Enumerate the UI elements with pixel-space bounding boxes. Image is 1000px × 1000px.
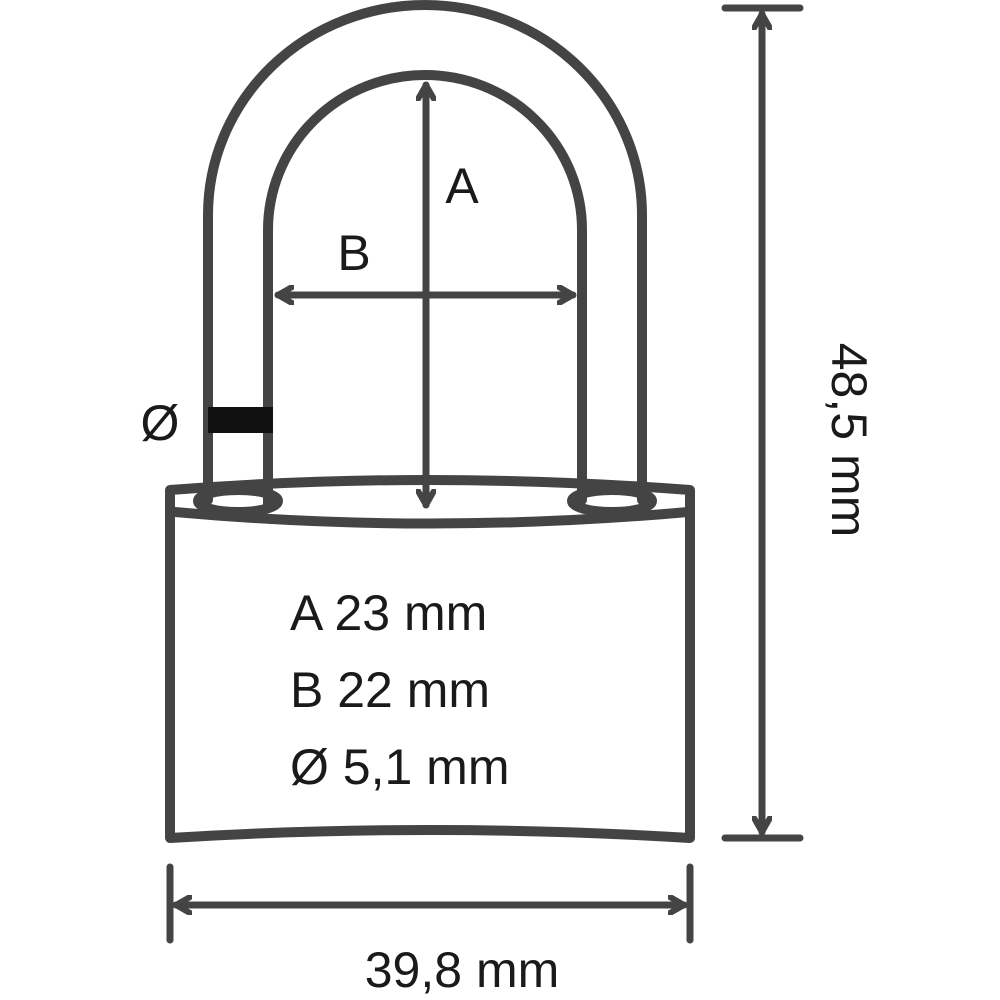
spec-line-diameter: Ø 5,1 mm (290, 739, 509, 795)
width-dimension: 39,8 mm (166, 863, 694, 998)
dimension-a-label: A (445, 158, 479, 214)
left-shackle-hole (193, 485, 283, 517)
lock-body-top-face (170, 507, 693, 529)
spec-line-b: B 22 mm (290, 662, 490, 718)
shackle-inner-outline (263, 70, 587, 510)
right-shackle-hole (567, 485, 657, 517)
width-label: 39,8 mm (365, 942, 560, 998)
shackle-outer-outline (203, 0, 647, 505)
lock-body-outline (165, 475, 695, 843)
diameter-symbol-label: Ø (141, 395, 180, 451)
shackle (203, 0, 647, 510)
lock-body (165, 475, 695, 843)
height-dimension: 48,5 mm (721, 4, 877, 842)
height-label: 48,5 mm (821, 343, 877, 538)
diameter-marker (208, 407, 273, 433)
spec-line-a: A 23 mm (290, 585, 487, 641)
dimension-b-label: B (337, 225, 370, 281)
spec-list: A 23 mm B 22 mm Ø 5,1 mm (290, 585, 509, 795)
